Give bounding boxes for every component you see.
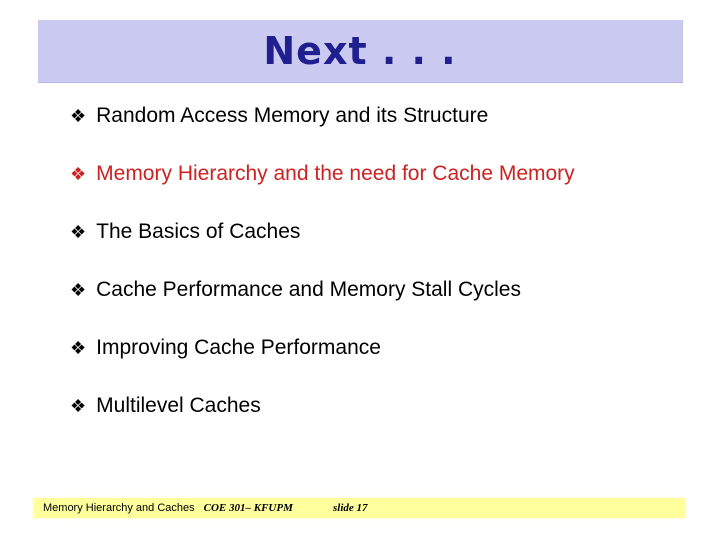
bullet-text: Cache Performance and Memory Stall Cycle… xyxy=(96,278,521,301)
page-title: Next . . . xyxy=(263,29,457,73)
bullet-text: The Basics of Caches xyxy=(96,220,301,243)
diamond-bullet-icon: ❖ xyxy=(70,280,87,300)
footer-course-code: COE 301– KFUPM xyxy=(203,502,293,514)
footer-slide-number: slide 17 xyxy=(333,502,368,514)
title-bar: Next . . . xyxy=(38,20,683,83)
bullet-text: Multilevel Caches xyxy=(96,394,261,417)
diamond-bullet-icon: ❖ xyxy=(70,106,87,126)
diamond-bullet-icon: ❖ xyxy=(70,164,87,184)
bullet-text: Improving Cache Performance xyxy=(96,336,381,359)
footer-course-title: Memory Hierarchy and Caches xyxy=(43,502,195,514)
bullet-item: ❖ Random Access Memory and its Structure xyxy=(70,104,575,128)
bullet-item: ❖ Improving Cache Performance xyxy=(70,336,575,360)
bullet-text: Memory Hierarchy and the need for Cache … xyxy=(96,162,575,185)
diamond-bullet-icon: ❖ xyxy=(70,222,87,242)
bullet-text: Random Access Memory and its Structure xyxy=(96,104,489,127)
diamond-bullet-icon: ❖ xyxy=(70,338,87,358)
bullet-item: ❖ The Basics of Caches xyxy=(70,220,575,244)
diamond-bullet-icon: ❖ xyxy=(70,396,87,416)
bullet-item: ❖ Memory Hierarchy and the need for Cach… xyxy=(70,162,575,186)
footer-bar: Memory Hierarchy and Caches COE 301– KFU… xyxy=(33,498,685,518)
bullet-list: ❖ Random Access Memory and its Structure… xyxy=(70,104,575,452)
bullet-item: ❖ Multilevel Caches xyxy=(70,394,575,418)
bullet-item: ❖ Cache Performance and Memory Stall Cyc… xyxy=(70,278,575,302)
